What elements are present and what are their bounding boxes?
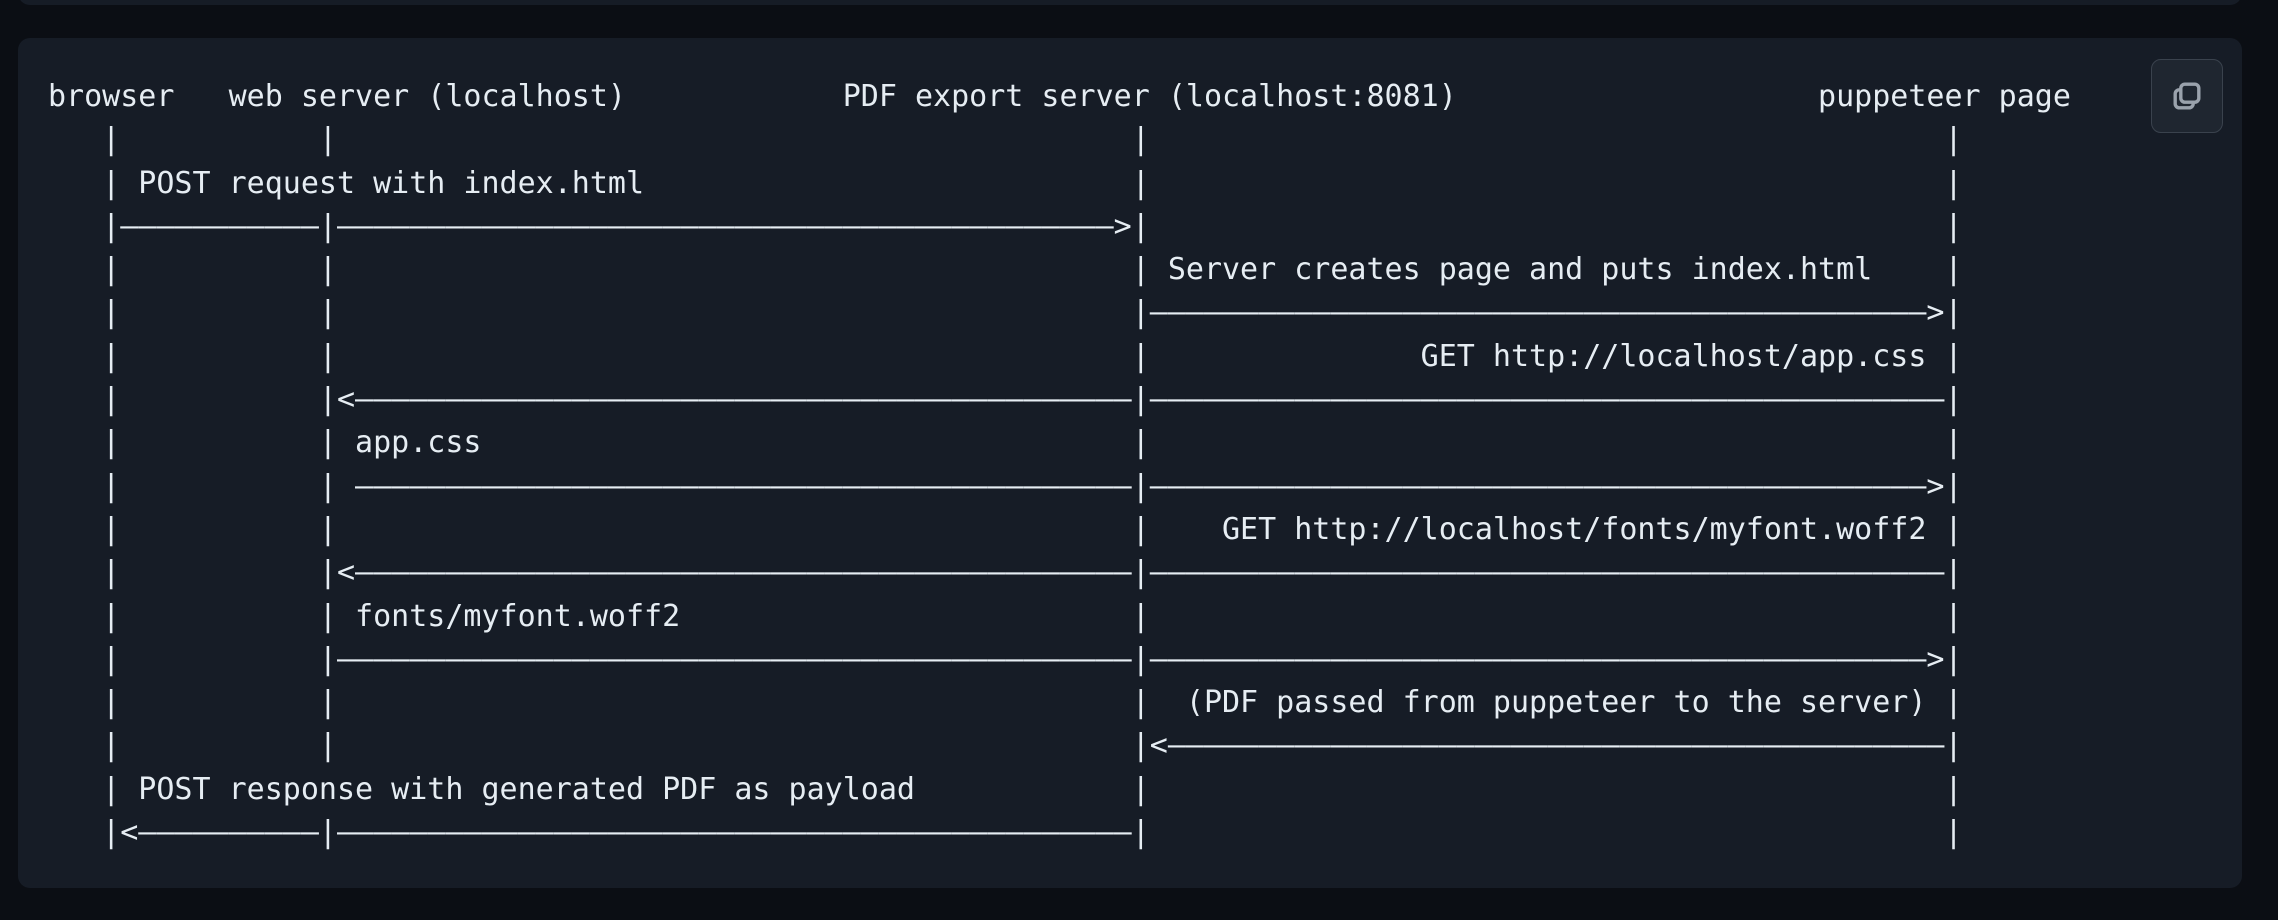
previous-block-bottom-edge bbox=[18, 0, 2242, 5]
sequence-diagram-ascii: browser web server (localhost) PDF expor… bbox=[48, 79, 2071, 851]
copy-button[interactable] bbox=[2151, 59, 2223, 133]
code-block: browser web server (localhost) PDF expor… bbox=[18, 38, 2242, 888]
copy-icon bbox=[2173, 82, 2201, 110]
